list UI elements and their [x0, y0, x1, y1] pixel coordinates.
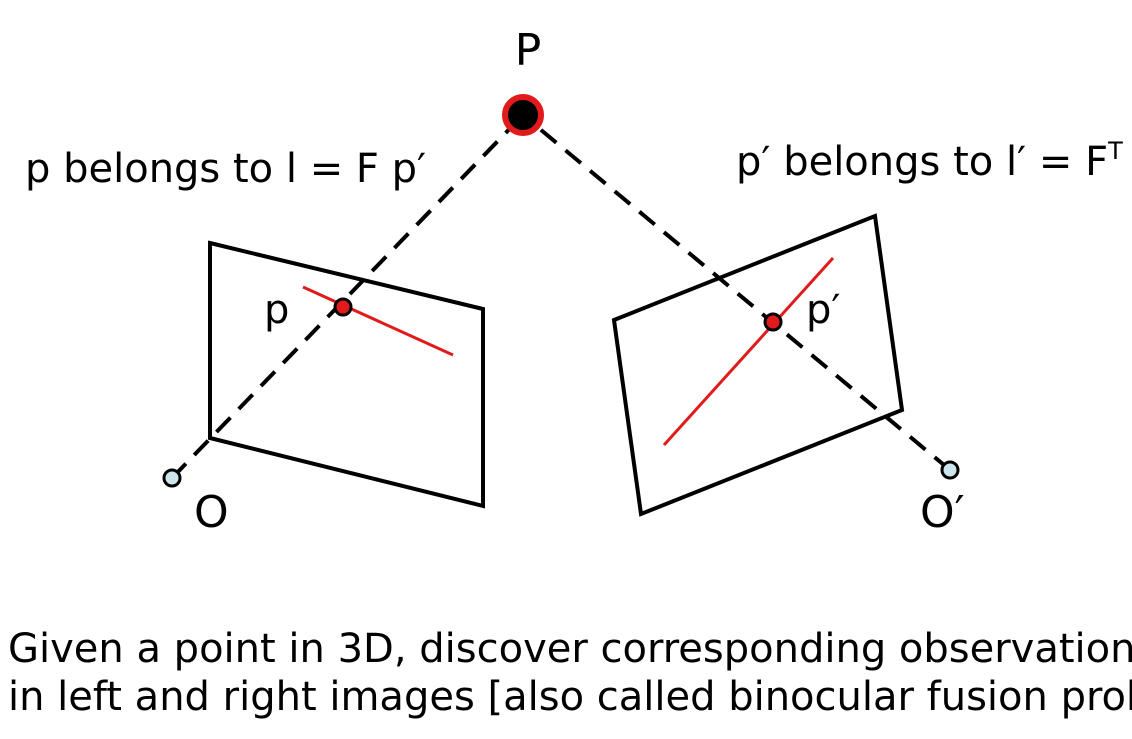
right-center-label: O′	[920, 487, 965, 538]
point-3d-marker	[502, 94, 544, 136]
right-image-point-marker	[763, 312, 783, 332]
left-image-plane	[208, 240, 485, 509]
right-relation-text: p′ belongs to l′ = F	[736, 139, 1108, 185]
left-image-point-label: p	[264, 287, 289, 333]
left-relation-text: p belongs to l = F p	[25, 146, 417, 192]
left-image-point-marker	[333, 297, 353, 317]
left-relation-prime: ′	[417, 146, 426, 192]
right-relation-superscript: T	[1107, 137, 1123, 165]
right-camera-center-marker	[940, 460, 960, 480]
left-projection-ray	[170, 113, 525, 480]
point-3d-label: P	[515, 25, 542, 76]
right-image-point-label: p′	[806, 287, 840, 333]
right-image-plane	[611, 213, 905, 517]
right-epipolar-line	[662, 256, 835, 447]
right-relation-suffix: p	[1123, 139, 1132, 185]
caption-line-1: Given a point in 3D, discover correspond…	[8, 626, 1132, 672]
left-relation-label: p belongs to l = F p′	[25, 146, 426, 192]
left-epipolar-line	[302, 285, 454, 357]
right-projection-ray	[521, 113, 952, 472]
left-center-label: O	[194, 487, 229, 538]
right-relation-label: p′ belongs to l′ = FT p	[736, 137, 1132, 185]
left-camera-center-marker	[162, 468, 182, 488]
caption-line-2: in left and right images [also called bi…	[8, 674, 1132, 720]
